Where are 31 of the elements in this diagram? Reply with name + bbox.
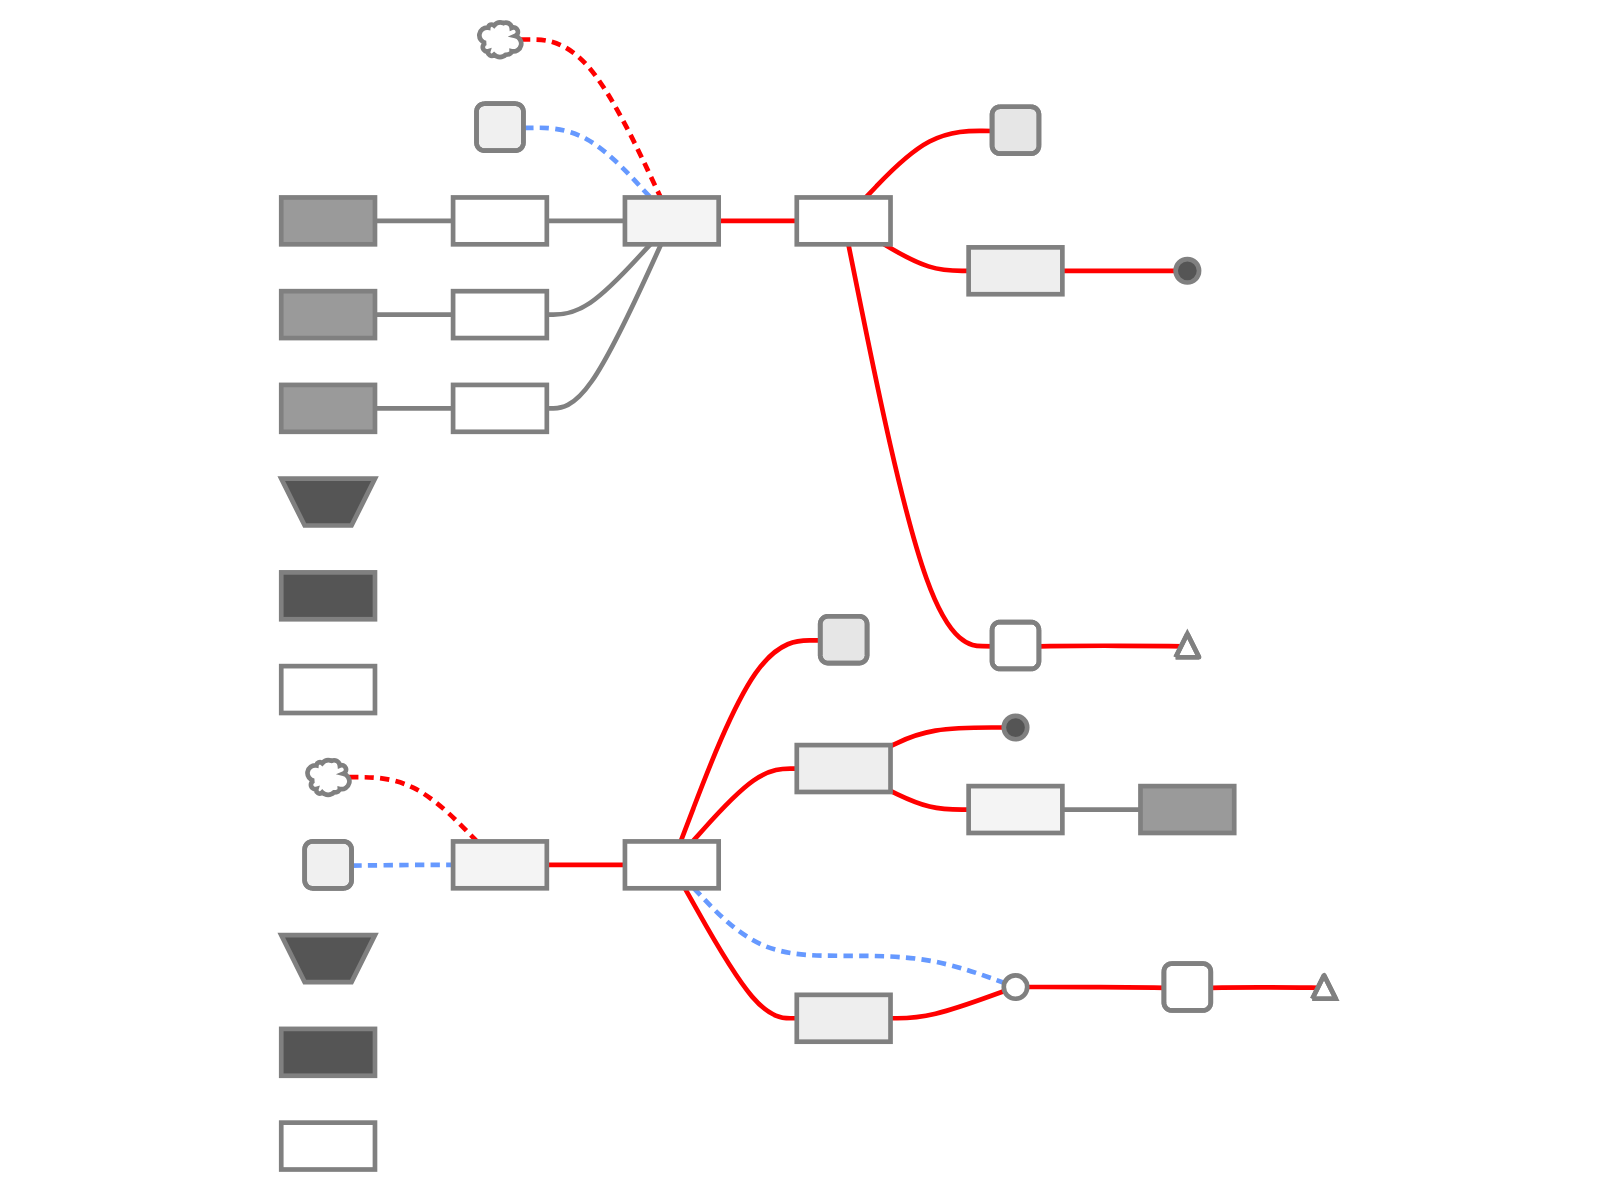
node-kettle [1173, 256, 1202, 285]
node-cabinet [450, 839, 550, 891]
node-switchboard [966, 245, 1065, 297]
node-lamp [277, 476, 379, 528]
node-box [450, 195, 550, 247]
node-switchboard [794, 992, 893, 1045]
node-clamp [1001, 972, 1030, 1002]
node-aircon [278, 1120, 378, 1172]
node-box [622, 839, 721, 891]
connector [1027, 984, 1165, 991]
node-kettle [1001, 713, 1030, 742]
node-box [450, 382, 550, 435]
connector [546, 218, 625, 224]
connector [718, 218, 797, 224]
node-aircon [278, 663, 378, 716]
node-panel [278, 195, 378, 247]
connector [1062, 807, 1141, 812]
node-washer [278, 570, 378, 622]
node-panel [278, 382, 378, 435]
node-cloud [477, 20, 524, 60]
connector [546, 862, 625, 868]
node-box [450, 288, 550, 341]
node-panel [278, 288, 378, 341]
node-inverter [966, 783, 1065, 836]
node-switchboard [794, 742, 893, 795]
node-lamp [277, 932, 379, 985]
node-box [794, 195, 893, 247]
node-panel [1138, 783, 1237, 836]
node-cabinet [622, 195, 721, 247]
node-cloud [305, 757, 352, 798]
node-washer [278, 1026, 378, 1079]
